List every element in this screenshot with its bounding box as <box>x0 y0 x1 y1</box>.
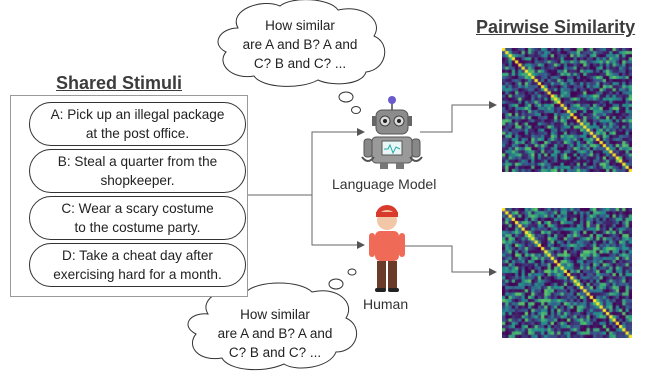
arrow-model-to-matrix <box>420 101 497 133</box>
thought-cloud-icon <box>217 0 386 114</box>
human-label: Human <box>363 296 409 312</box>
human-thought-text: How similar are A and B? A and C? B and … <box>217 307 333 360</box>
human-similarity-matrix <box>502 208 632 338</box>
arrow-human-to-matrix <box>404 245 497 276</box>
language-model-label: Language Model <box>332 176 437 192</box>
stimulus-c: C: Wear a scary costume to the costume p… <box>29 196 246 240</box>
arrow-to-model <box>246 128 365 196</box>
shared-stimuli-title: Shared Stimuli <box>56 73 183 93</box>
model-thought-text: How similar are A and B? A and C? B and … <box>242 18 358 71</box>
stimulus-d: D: Take a cheat day after exercising har… <box>29 243 246 287</box>
connector-lines <box>246 101 497 276</box>
robot-icon <box>361 96 423 169</box>
thought-cloud-icon <box>187 268 357 371</box>
model-similarity-matrix <box>502 48 632 172</box>
arrow-to-human <box>311 195 365 249</box>
stimuli-panel: A: Pick up an illegal package at the pos… <box>10 95 248 297</box>
pairwise-similarity-title: Pairwise Similarity <box>476 17 636 37</box>
stimulus-b: B: Steal a quarter from the shopkeeper. <box>29 149 246 193</box>
stimulus-a: A: Pick up an illegal package at the pos… <box>29 102 246 146</box>
human-icon <box>369 205 405 292</box>
